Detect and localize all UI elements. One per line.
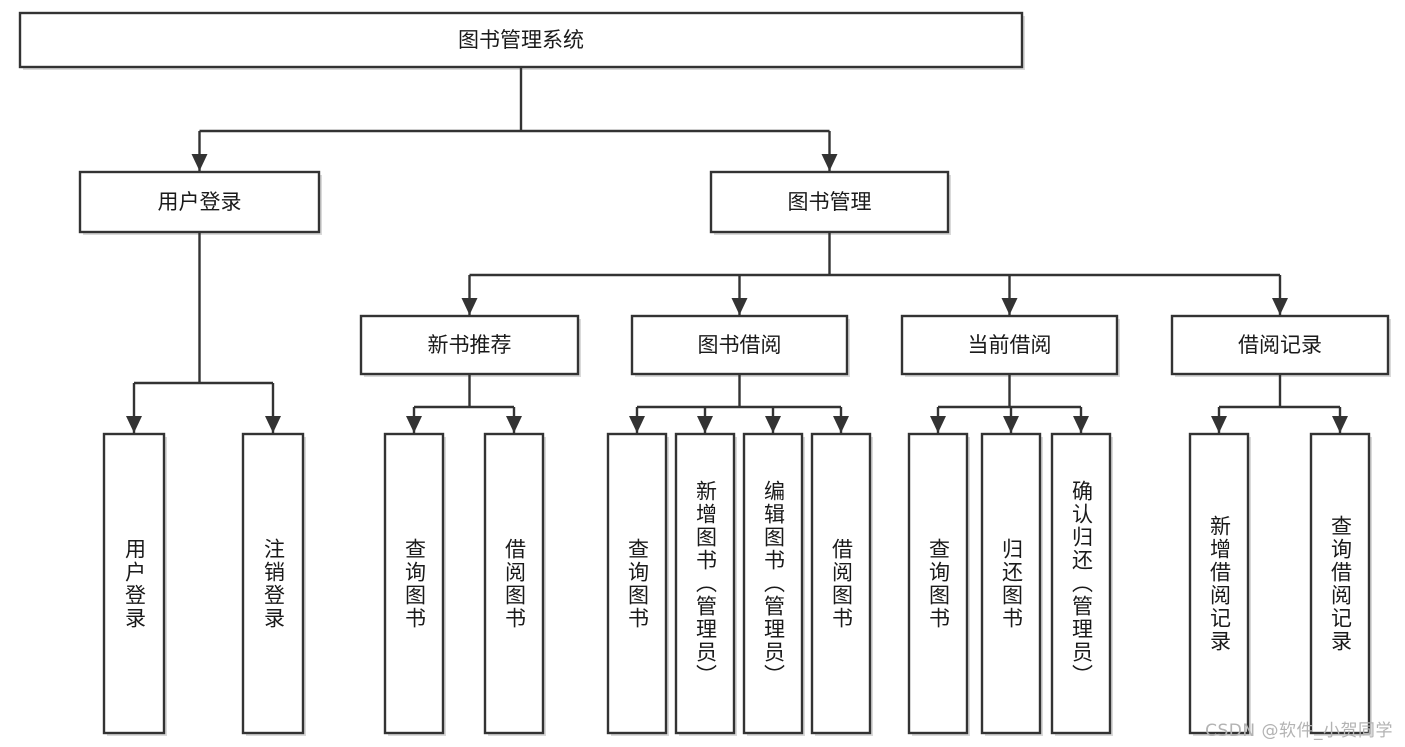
node-leaf-edit-book[interactable] bbox=[742, 432, 804, 735]
edge-book-management-arrow-2 bbox=[1001, 298, 1018, 315]
boxes-layer bbox=[18, 11, 1391, 736]
edge-book-borrow-arrow-0 bbox=[629, 416, 645, 433]
edge-book-management-arrow-3 bbox=[1272, 298, 1288, 315]
node-current-borrow-label: 当前借阅 bbox=[968, 333, 1052, 357]
node-current-borrow[interactable] bbox=[900, 314, 1119, 376]
node-leaf-query-book-2[interactable] bbox=[606, 432, 668, 735]
edge-root-arrow-1 bbox=[821, 154, 838, 171]
node-borrow-record[interactable] bbox=[1170, 314, 1390, 376]
node-leaf-add-record[interactable] bbox=[1188, 432, 1250, 735]
node-user-login[interactable] bbox=[78, 170, 321, 234]
node-borrow-record-label: 借阅记录 bbox=[1238, 333, 1322, 357]
edge-book-borrow-arrow-3 bbox=[833, 416, 849, 433]
node-leaf-query-book-3[interactable] bbox=[907, 432, 969, 735]
edge-root-arrow-0 bbox=[191, 154, 208, 171]
node-leaf-return-book[interactable] bbox=[980, 432, 1042, 735]
node-leaf-query-book-1[interactable] bbox=[383, 432, 445, 735]
edge-user-login-arrow-0 bbox=[126, 416, 142, 433]
node-root[interactable] bbox=[18, 11, 1024, 69]
node-leaf-user-login[interactable] bbox=[102, 432, 166, 735]
edge-borrow-record-arrow-0 bbox=[1211, 416, 1227, 433]
node-root-label: 图书管理系统 bbox=[458, 28, 584, 52]
node-leaf-query-record[interactable] bbox=[1309, 432, 1371, 735]
node-book-management-label: 图书管理 bbox=[788, 190, 872, 214]
node-book-borrow-label: 图书借阅 bbox=[698, 333, 782, 357]
node-leaf-logout[interactable] bbox=[241, 432, 305, 735]
node-leaf-add-book[interactable] bbox=[674, 432, 736, 735]
edge-current-borrow-arrow-1 bbox=[1003, 416, 1019, 433]
node-new-book-recommend[interactable] bbox=[359, 314, 580, 376]
edge-new-book-recommend-arrow-0 bbox=[406, 416, 422, 433]
edge-user-login-arrow-1 bbox=[265, 416, 281, 433]
edge-borrow-record-arrow-1 bbox=[1332, 416, 1348, 433]
edge-new-book-recommend-arrow-1 bbox=[506, 416, 522, 433]
node-user-login-label: 用户登录 bbox=[158, 190, 242, 214]
edge-current-borrow-arrow-2 bbox=[1073, 416, 1089, 433]
node-leaf-confirm-return[interactable] bbox=[1050, 432, 1112, 735]
edge-book-borrow-arrow-2 bbox=[765, 416, 781, 433]
connectors-layer bbox=[126, 67, 1348, 433]
edge-current-borrow-arrow-0 bbox=[930, 416, 946, 433]
node-leaf-borrow-book-1[interactable] bbox=[483, 432, 545, 735]
watermark: CSDN @软件_小贺同学 bbox=[1205, 721, 1393, 741]
node-new-book-recommend-label: 新书推荐 bbox=[428, 333, 512, 357]
node-leaf-borrow-book-2[interactable] bbox=[810, 432, 872, 735]
edge-book-management-arrow-0 bbox=[461, 298, 478, 315]
edge-book-management-arrow-1 bbox=[731, 298, 748, 315]
edge-book-borrow-arrow-1 bbox=[697, 416, 713, 433]
